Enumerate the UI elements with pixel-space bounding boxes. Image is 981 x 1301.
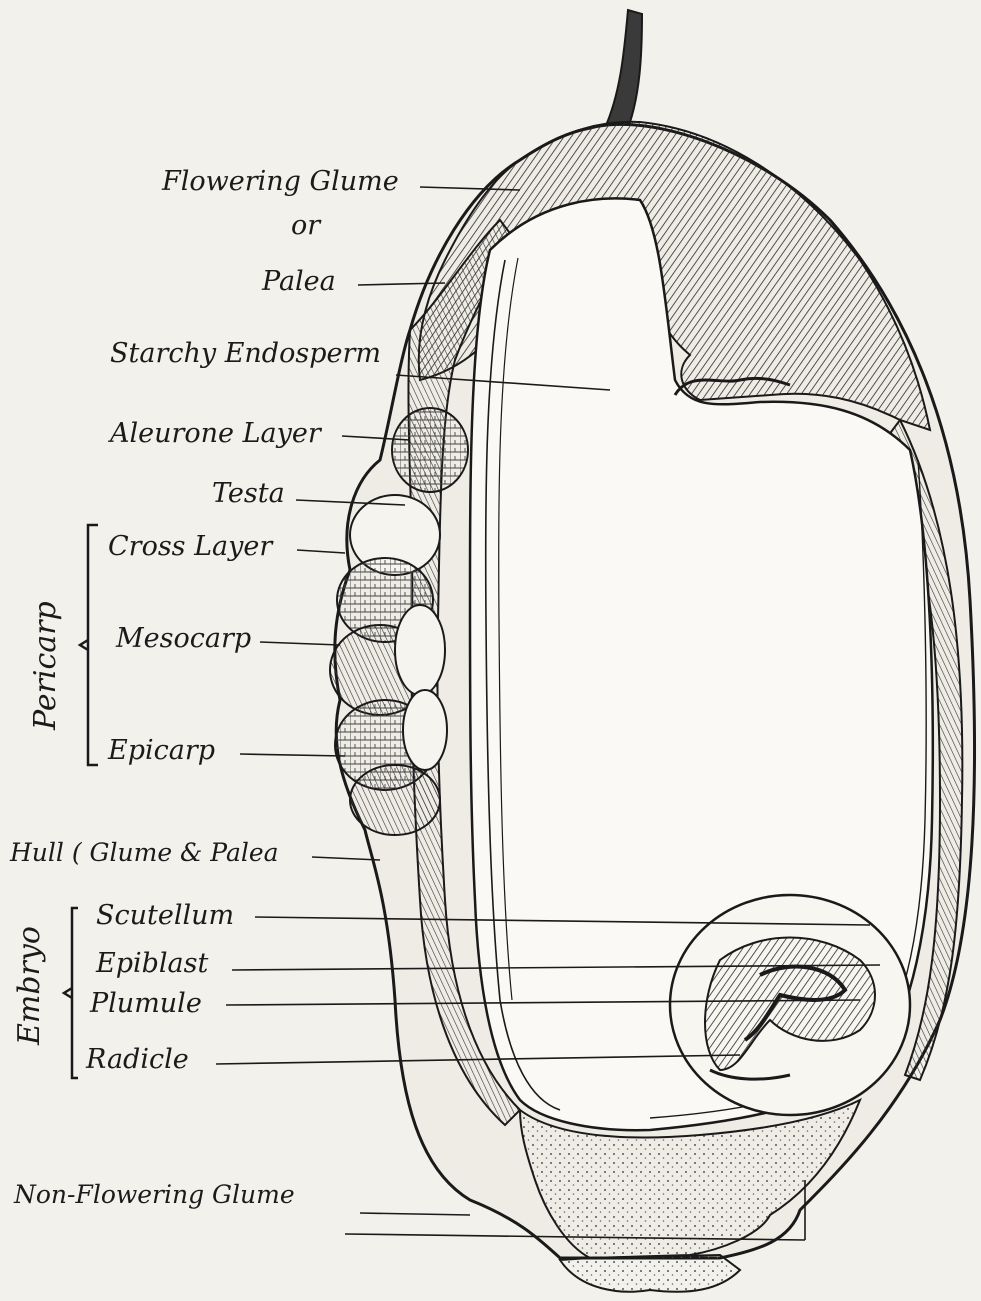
base-tip xyxy=(560,1255,740,1292)
label-testa: Testa xyxy=(212,480,285,507)
label-radicle: Radicle xyxy=(86,1046,189,1073)
embryo xyxy=(670,895,910,1115)
awn xyxy=(604,10,642,130)
label-epicarp: Epicarp xyxy=(108,737,215,764)
label-plumule: Plumule xyxy=(90,990,202,1017)
label-mesocarp: Mesocarp xyxy=(116,625,251,652)
label-flowering-glume: Flowering Glume xyxy=(162,168,399,195)
pericarp-bracket xyxy=(80,525,98,765)
label-starchy-endosperm: Starchy Endosperm xyxy=(110,340,381,367)
group-embryo: Embryo xyxy=(15,945,45,1045)
label-hull: Hull ( Glume & Palea xyxy=(10,840,279,865)
label-cross-layer: Cross Layer xyxy=(108,533,272,560)
label-scutellum: Scutellum xyxy=(96,902,234,929)
group-pericarp: Pericarp xyxy=(31,610,61,730)
label-non-flowering-glume: Non-Flowering Glume xyxy=(14,1182,295,1207)
label-or: or xyxy=(291,212,320,239)
label-aleurone-layer: Aleurone Layer xyxy=(110,420,321,447)
label-epiblast: Epiblast xyxy=(96,950,208,977)
embryo-bracket xyxy=(64,908,78,1078)
label-palea: Palea xyxy=(262,268,336,295)
